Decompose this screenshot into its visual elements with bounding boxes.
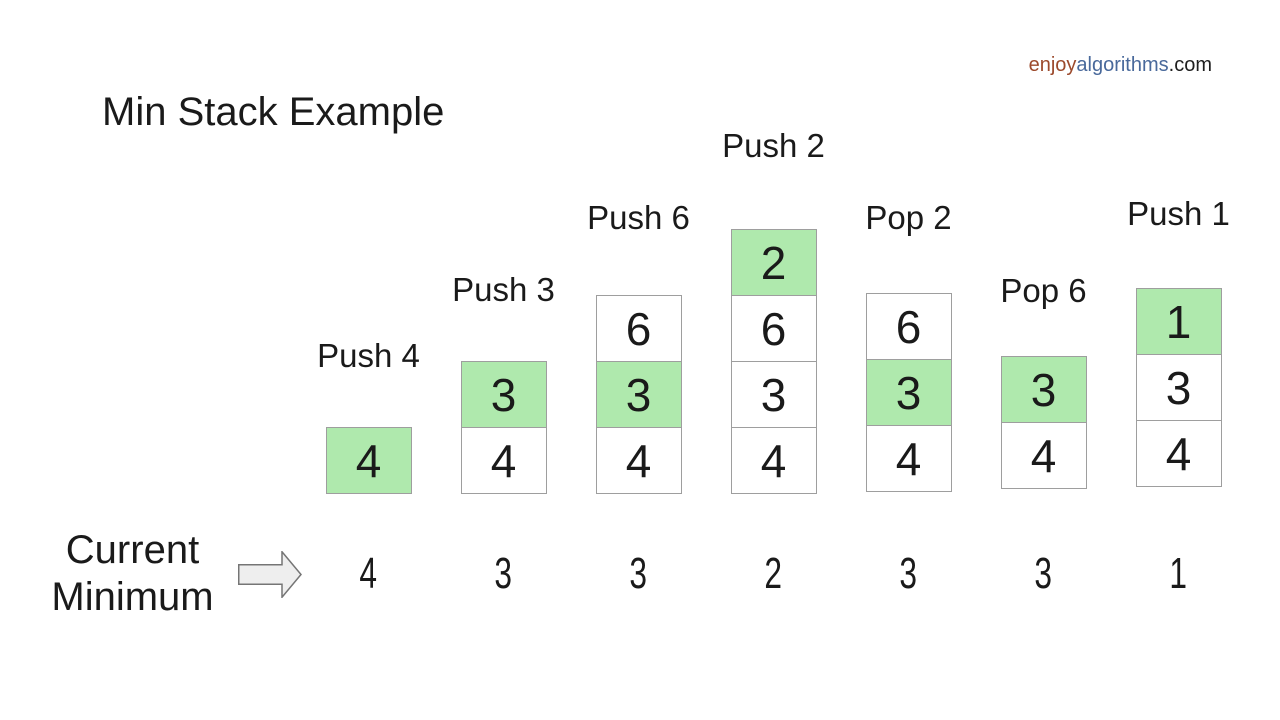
current-minimum-label-line1: Current	[65, 528, 200, 572]
stack-cell: 4	[595, 427, 682, 494]
stack-operation-label: Push 2	[722, 127, 825, 164]
stack-cell-minimum: 2	[730, 229, 817, 296]
current-minimum-label-line2: Minimum	[51, 575, 214, 619]
current-minimum-value: 3	[841, 552, 976, 596]
current-minimum-value: 4	[301, 552, 436, 596]
stack-operation-label: Push 6	[587, 199, 690, 236]
stack-operation-label: Push 3	[452, 271, 555, 308]
current-minimum-value-text: 2	[764, 549, 783, 598]
stack-cell-minimum: 4	[325, 427, 412, 494]
stack-cell: 4	[1000, 422, 1087, 489]
current-minimum-value-text: 3	[494, 549, 513, 598]
current-minimum-value-text: 1	[1169, 549, 1188, 598]
current-minimum-value: 3	[571, 552, 706, 596]
stack-operation-label: Push 4	[317, 337, 420, 374]
current-minimum-value-text: 3	[1034, 549, 1053, 598]
current-minimum-value: 3	[976, 552, 1111, 596]
right-block-arrow-icon	[238, 551, 302, 598]
current-minimum-value: 3	[436, 552, 571, 596]
stack-cell-minimum: 3	[1000, 356, 1087, 423]
stack-cell: 3	[1135, 354, 1222, 421]
stack-operation-label: Pop 2	[865, 199, 952, 236]
stack-cell: 4	[730, 427, 817, 494]
brand-com-text: .com	[1168, 54, 1212, 76]
minimum-values-row: 4 3 3 2 3 3 1	[301, 552, 1246, 596]
current-minimum-value: 1	[1111, 552, 1246, 596]
current-minimum-value: 2	[706, 552, 841, 596]
stack-cell: 6	[730, 295, 817, 362]
stack-operation-label: Pop 6	[1000, 272, 1087, 309]
stack-cell: 6	[865, 293, 952, 360]
current-minimum-label: Current Minimum	[35, 527, 230, 621]
stack-operation-label: Push 1	[1127, 195, 1230, 232]
stack-cells: 4	[325, 427, 412, 494]
stack-column: Push 4 4	[301, 337, 436, 494]
brand-algorithms-text: algorithms	[1076, 54, 1169, 76]
brand-logo: enjoyalgorithms.com	[1029, 54, 1212, 77]
stack-cell: 3	[730, 361, 817, 428]
stack-cell: 4	[865, 425, 952, 492]
current-minimum-value-text: 4	[359, 549, 378, 598]
stack-cell-minimum: 3	[865, 359, 952, 426]
stack-cell: 4	[460, 427, 547, 494]
stack-cell: 6	[595, 295, 682, 362]
stack-cell: 4	[1135, 420, 1222, 487]
brand-enjoy-text: enjoy	[1028, 54, 1077, 76]
stack-cell-minimum: 3	[595, 361, 682, 428]
page-title: Min Stack Example	[102, 90, 445, 134]
stack-cell-minimum: 3	[460, 361, 547, 428]
current-minimum-value-text: 3	[629, 549, 648, 598]
current-minimum-value-text: 3	[899, 549, 918, 598]
stack-cell-minimum: 1	[1135, 288, 1222, 355]
